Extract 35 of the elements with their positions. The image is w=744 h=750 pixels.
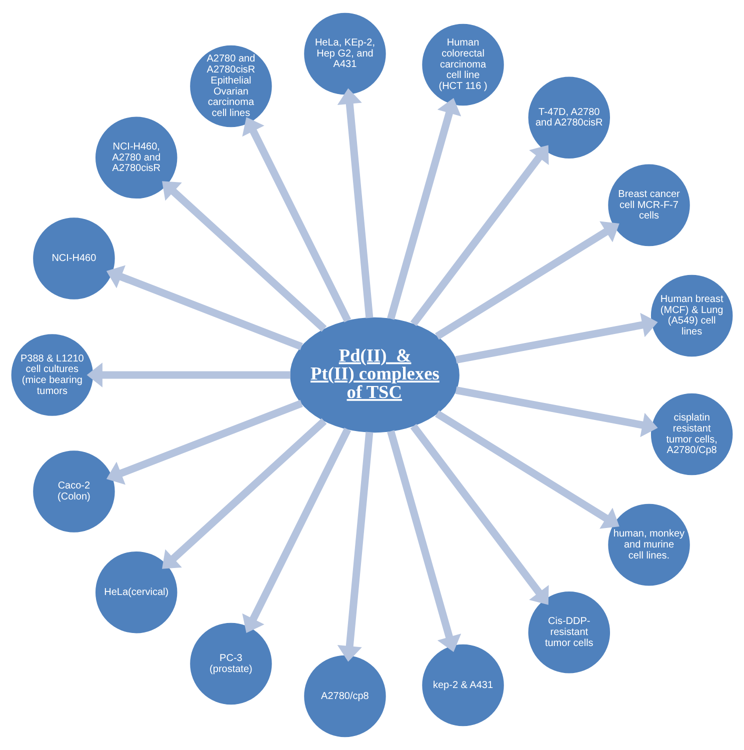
arrow <box>162 418 327 569</box>
node-circle: A2780/cp8 <box>304 655 386 738</box>
node-circle: A2780 and A2780cisR Epithelial Ovarian carcinoma cell lines <box>190 45 272 128</box>
node-circle: HeLa(cervical) <box>95 551 178 634</box>
node-circle: NCI-H460 <box>33 218 115 300</box>
node-circle: kep-2 & A431 <box>422 644 504 726</box>
arrow <box>455 386 658 438</box>
arrow <box>337 432 374 662</box>
node-ellipse: Pd(II) & Pt(II) complexes of TSC <box>290 317 460 433</box>
node-circle: HeLa, KEp-2, Hep G2, and A431 <box>304 12 386 95</box>
arrow <box>242 428 352 633</box>
arrow <box>435 221 620 340</box>
node-circle: T-47D, A2780 and A2780cisR <box>528 76 610 158</box>
node-circle: Caco-2 (Colon) <box>33 450 115 532</box>
arrow <box>410 424 549 605</box>
arrow <box>410 145 549 326</box>
arrow <box>435 410 620 529</box>
arrow <box>162 181 327 332</box>
node-circle: human, monkey and murine cell lines. <box>608 504 690 586</box>
node-circle: P388 & L1210 cell cultures (mice bearing tumors <box>11 334 94 416</box>
node-circle: Breast cancer cell MCR-F-7 cells <box>608 164 690 246</box>
arrow <box>387 430 462 652</box>
node-circle: Cis-DDP-resistant tumor cells <box>528 592 610 674</box>
node-circle: Human breast (MCF) & Lung (A549) cell lines <box>650 274 733 357</box>
arrow <box>242 117 352 322</box>
arrow <box>387 98 462 320</box>
node-circle: NCI-H460, A2780 and A2780cisR <box>95 116 178 199</box>
arrow <box>455 312 658 364</box>
arrow <box>86 362 290 388</box>
arrow <box>337 88 374 318</box>
arrow <box>106 265 303 350</box>
arrow <box>106 400 303 485</box>
node-circle: PC-3 (prostate) <box>190 622 272 705</box>
node-circle: Human colorectal carcinoma cell line (HCT 116 ) <box>422 24 504 106</box>
node-circle: cisplatin resistant tumor cells, A2780/Cp8 <box>650 393 733 476</box>
